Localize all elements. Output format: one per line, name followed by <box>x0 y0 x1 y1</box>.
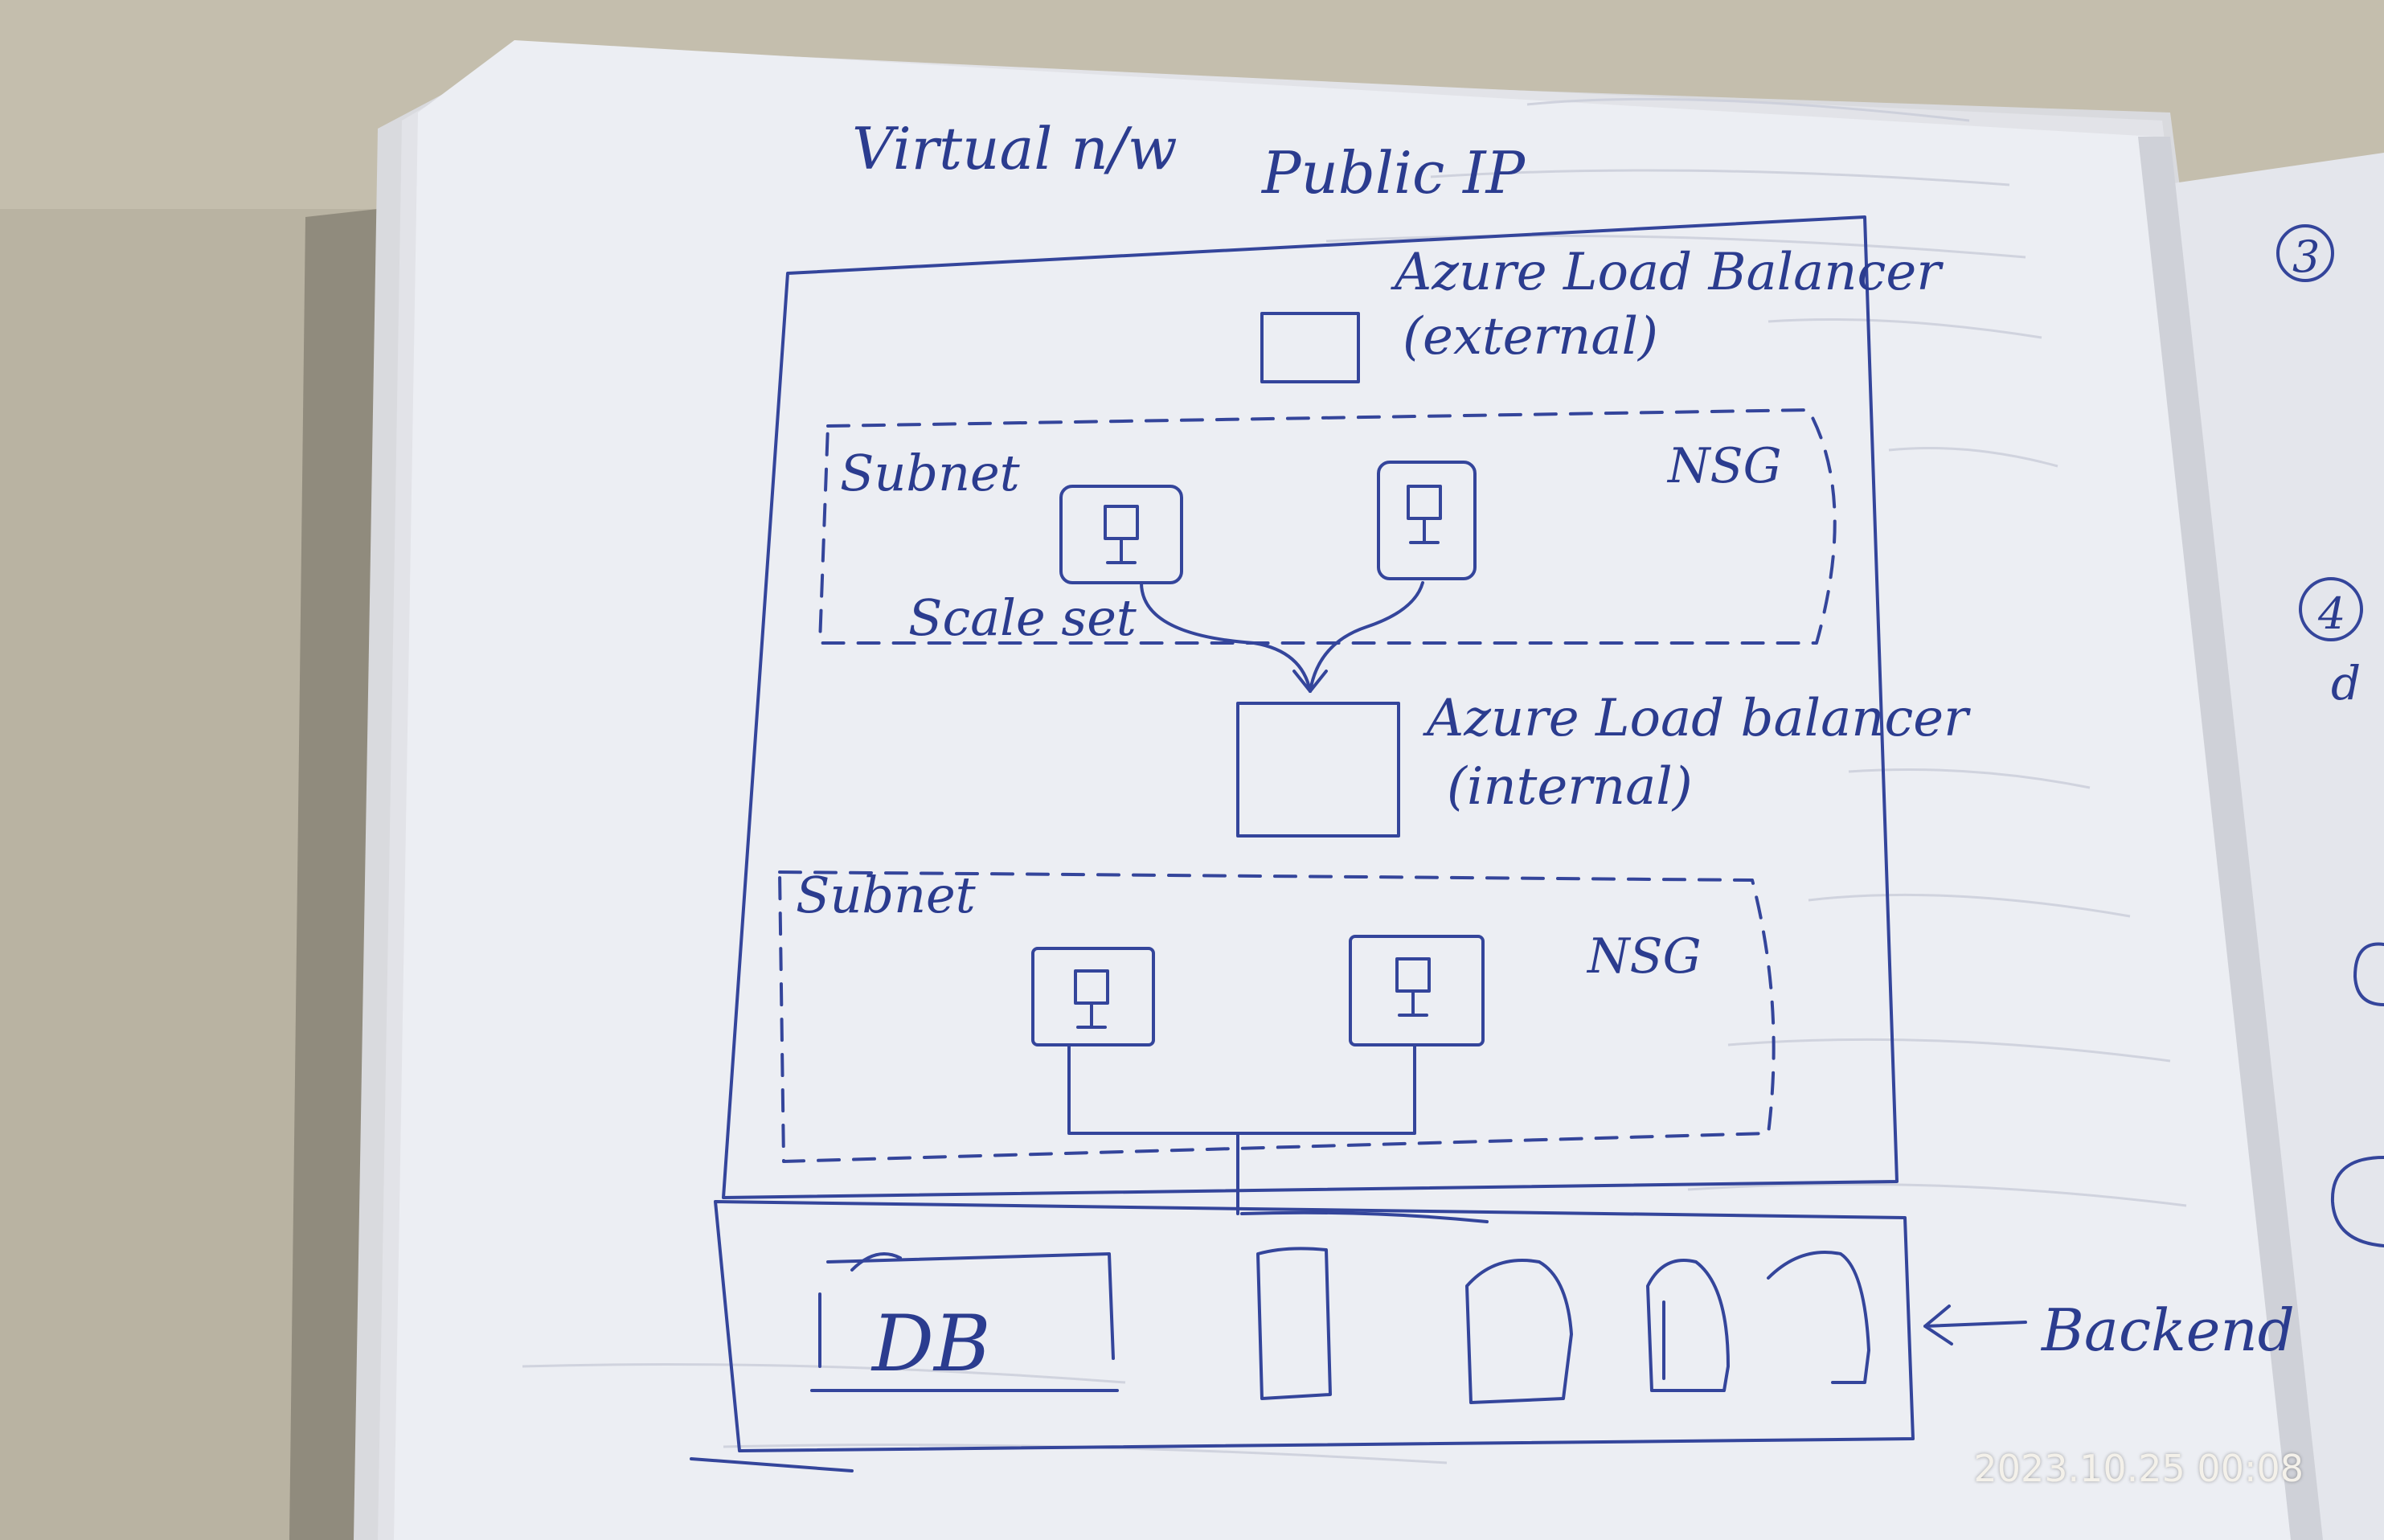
db-label: DB <box>870 1299 991 1389</box>
external-load-balancer-box <box>1260 312 1360 383</box>
vm-icon <box>1349 935 1485 1046</box>
external-lb-sublabel: (external) <box>1403 307 1658 367</box>
connector-subnet-2-vms <box>1067 1043 1416 1135</box>
backend-boundary <box>714 1200 1915 1452</box>
connector-vm1-to-internal-lb <box>1140 581 1312 693</box>
subnet-1-boundary <box>818 408 1837 645</box>
notebook-right-page <box>2162 153 2384 1540</box>
storage-icon <box>1646 1259 1730 1392</box>
connector-to-backend <box>1236 1132 1489 1223</box>
subnet-1-nsg: NSG <box>1666 438 1782 494</box>
vm-icon <box>1059 485 1183 584</box>
subnet-1-label: Subnet <box>840 444 1020 502</box>
margin-number: 3 <box>2292 231 2320 282</box>
show-through-writing <box>522 97 2187 1464</box>
public-ip-label: Public IP <box>1260 139 1526 207</box>
vm-icon <box>1377 461 1477 580</box>
margin-number: 4 <box>2317 588 2345 639</box>
notebook-page <box>394 40 2315 1540</box>
database-group <box>810 1252 1119 1392</box>
notebook-fold <box>2138 137 2323 1540</box>
subnet-2-boundary <box>778 870 1776 1163</box>
vm-icon <box>1031 947 1155 1046</box>
margin-number-circle <box>2299 577 2363 641</box>
backend-stroke <box>690 1457 854 1472</box>
scale-set-label: Scale set <box>908 588 1137 647</box>
external-lb-label: Azure Load Balancer <box>1391 243 1944 302</box>
storage-icon <box>1767 1251 1870 1384</box>
arrowhead <box>1292 670 1328 693</box>
internal-load-balancer-box <box>1236 702 1400 838</box>
storage-icon <box>1465 1259 1573 1404</box>
diagram-title: Virtual n/w <box>852 115 1178 182</box>
virtual-network-boundary <box>722 215 1899 1199</box>
storage-icon <box>1256 1247 1332 1400</box>
margin-circle-partial <box>2330 1156 2384 1247</box>
backend-label: Backend <box>2040 1296 2295 1364</box>
margin-circle-partial <box>2353 942 2384 1006</box>
subnet-2-label: Subnet <box>796 866 976 924</box>
internal-lb-sublabel: (internal) <box>1447 757 1693 817</box>
connector-vm2-to-internal-lb <box>1309 581 1424 693</box>
margin-number-circle <box>2276 224 2334 282</box>
backend-arrow <box>1923 1304 2027 1345</box>
subnet-2-nsg: NSG <box>1586 928 1702 985</box>
margin-letter: d <box>2331 656 2361 711</box>
internal-lb-label: Azure Load balancer <box>1423 689 1971 748</box>
photo-timestamp: 2023.10.25 00:08 <box>1973 1447 2304 1490</box>
